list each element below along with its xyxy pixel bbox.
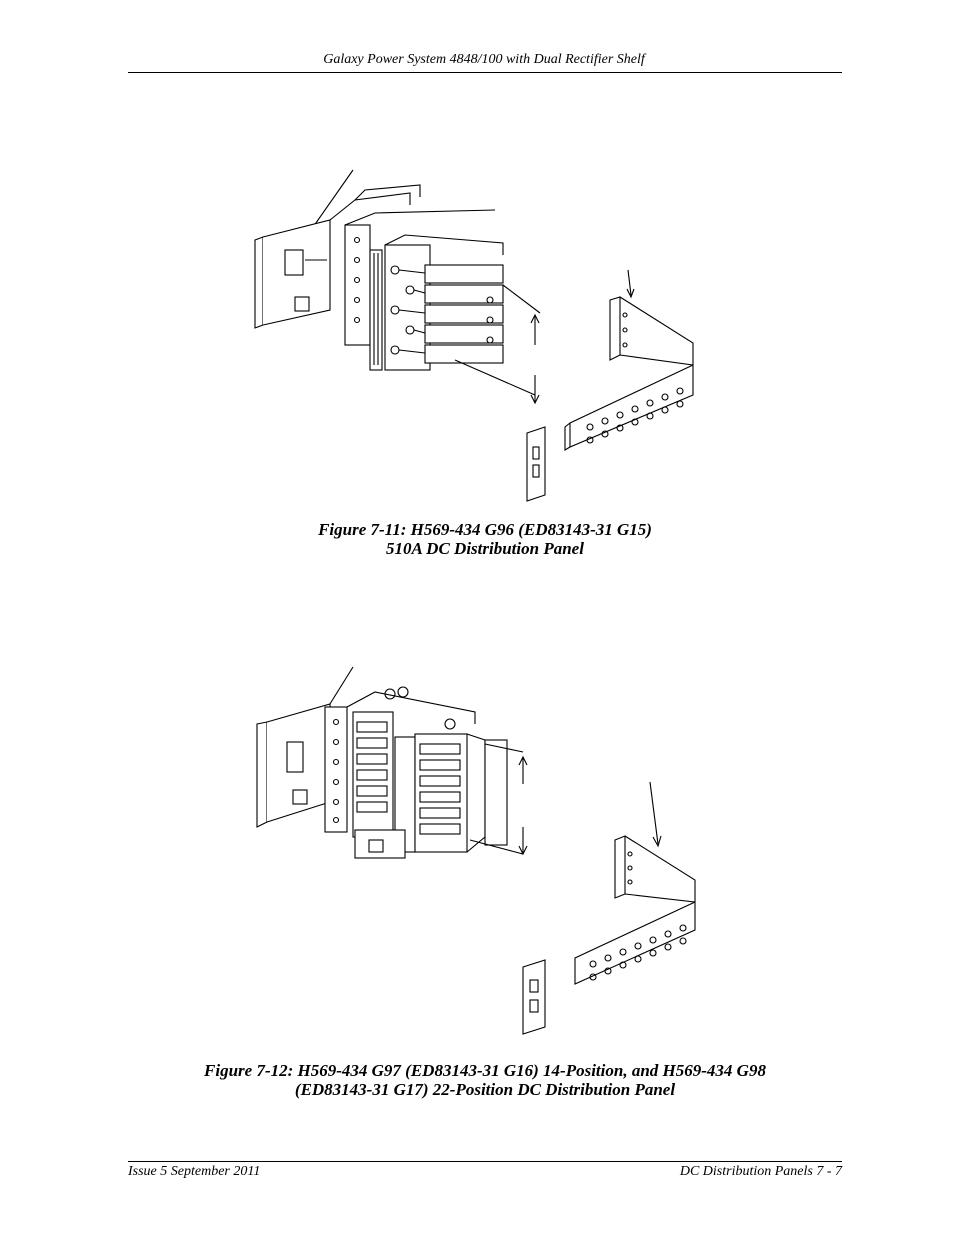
figure-7-12-caption: Figure 7-12: H569-434 G97 (ED83143-31 G1… (128, 1061, 842, 1099)
caption-line: Figure 7-12: H569-434 G97 (ED83143-31 G1… (204, 1061, 766, 1080)
footer-issue-date: Issue 5 September 2011 (128, 1164, 261, 1179)
figure-7-11-caption: Figure 7-11: H569-434 G96 (ED83143-31 G1… (128, 520, 842, 558)
caption-line: 510A DC Distribution Panel (386, 539, 584, 558)
caption-line: Figure 7-11: H569-434 G96 (ED83143-31 G1… (318, 520, 652, 539)
figure-7-11-drawing (245, 165, 705, 505)
running-header: Galaxy Power System 4848/100 with Dual R… (323, 52, 645, 67)
figure-7-12-drawing (245, 662, 705, 1047)
header-rule (128, 72, 842, 73)
footer-page-number: DC Distribution Panels 7 - 7 (679, 1164, 842, 1179)
footer-rule (128, 1161, 842, 1162)
caption-line: (ED83143-31 G17) 22-Position DC Distribu… (294, 1080, 676, 1099)
